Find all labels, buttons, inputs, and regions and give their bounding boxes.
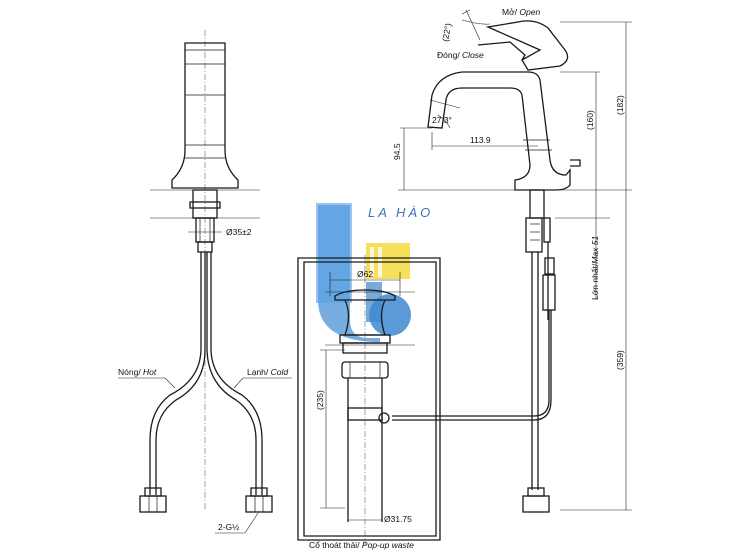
inlet-diameter-label: Ø35±2 — [226, 227, 252, 237]
open-label-en: Open — [519, 7, 540, 17]
cold-label-vi: Lạnh/ — [247, 367, 271, 377]
close-label: Đóng/ Close — [437, 50, 484, 60]
la-hao-logo: LA HÀO — [316, 203, 433, 342]
spout-height-label: 94.5 — [392, 143, 402, 160]
logo-text: LA HÀO — [368, 205, 433, 220]
open-label: Mở/ Open — [502, 7, 540, 17]
front-view: Ø35±2 Nóng/ Hot Lạnh/ Cold 2-G½ — [118, 30, 292, 534]
waste-bottom-diameter-label: Ø31.75 — [384, 514, 412, 524]
cold-label: Lạnh/ Cold — [247, 367, 288, 377]
waste-top-diameter-label: Ø62 — [357, 269, 373, 279]
max-thickness-vi: Lớn nhất/ — [590, 263, 600, 300]
side-view: (22°) Mở/ Open Đóng/ Close 27.3° 113.9 9… — [392, 7, 632, 513]
dim-359-label: (359) — [615, 350, 625, 370]
thread-label: 2-G½ — [218, 522, 239, 532]
spout-angle-label: 27.3° — [432, 115, 452, 125]
cold-label-en: Cold — [271, 367, 289, 377]
close-label-en: Close — [462, 50, 484, 60]
hot-label-vi: Nóng/ — [118, 367, 143, 377]
lever-angle-label: (22°) — [440, 22, 453, 42]
hot-label-en: Hot — [143, 367, 157, 377]
reach-label: 113.9 — [470, 135, 491, 145]
dim-160-label: (160) — [585, 110, 595, 130]
waste-view: Ø62 (235) Ø31.75 Cổ thoát thải/ Pop-up w… — [297, 255, 441, 550]
waste-title-en: Pop-up waste — [362, 540, 414, 550]
waste-title-label: Cổ thoát thải/ Pop-up waste — [309, 540, 414, 550]
waste-title-vi: Cổ thoát thải/ — [309, 540, 362, 550]
dim-182-label: (182) — [615, 95, 625, 115]
waste-length-label: (235) — [315, 390, 325, 410]
open-label-vi: Mở/ — [502, 7, 519, 17]
hot-label: Nóng/ Hot — [118, 367, 157, 377]
max-thickness-label: Lớn nhất/Max 51 — [590, 236, 600, 300]
max-thickness-en: Max 51 — [590, 236, 600, 264]
close-label-vi: Đóng/ — [437, 50, 462, 60]
